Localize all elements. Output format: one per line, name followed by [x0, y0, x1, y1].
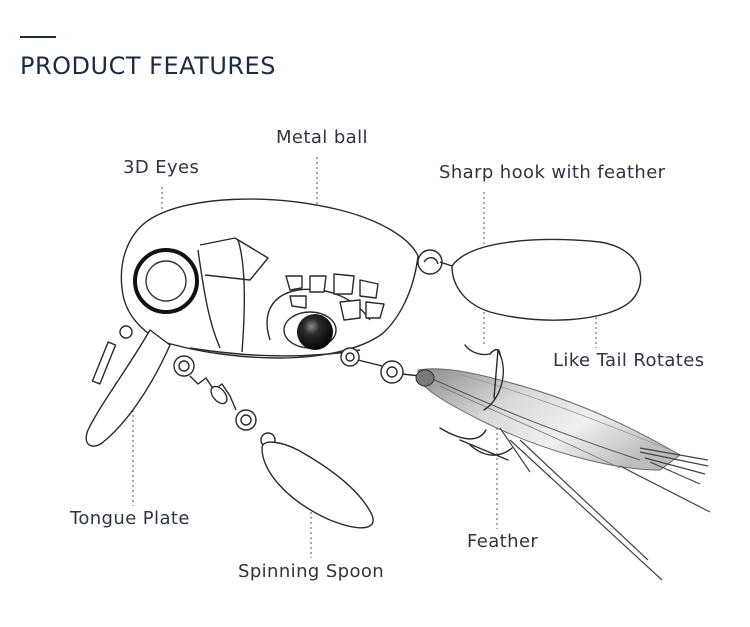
- spinning-spoon: [261, 441, 374, 529]
- tail-assembly: [417, 238, 642, 321]
- label-tongue-plate: Tongue Plate: [70, 508, 190, 529]
- metal-ball: [297, 314, 333, 350]
- treble-hook: [439, 344, 513, 461]
- label-metal-ball: Metal ball: [276, 127, 368, 148]
- tail-blade: [451, 238, 642, 321]
- label-spinning-spoon: Spinning Spoon: [238, 561, 385, 582]
- lure-body: [120, 198, 419, 359]
- rear-rings: [340, 347, 421, 384]
- page-title: PRODUCT FEATURES: [20, 52, 276, 80]
- label-3d-eyes: 3D Eyes: [123, 157, 200, 178]
- title-accent-bar: [20, 36, 56, 38]
- tongue-plate: [85, 325, 171, 447]
- label-sharp-hook: Sharp hook with feather: [439, 162, 666, 183]
- label-feather: Feather: [467, 531, 539, 552]
- belly-hardware: [173, 355, 276, 448]
- eye: [133, 248, 199, 314]
- label-tail-rotates: Like Tail Rotates: [553, 350, 705, 371]
- feather: [415, 368, 711, 581]
